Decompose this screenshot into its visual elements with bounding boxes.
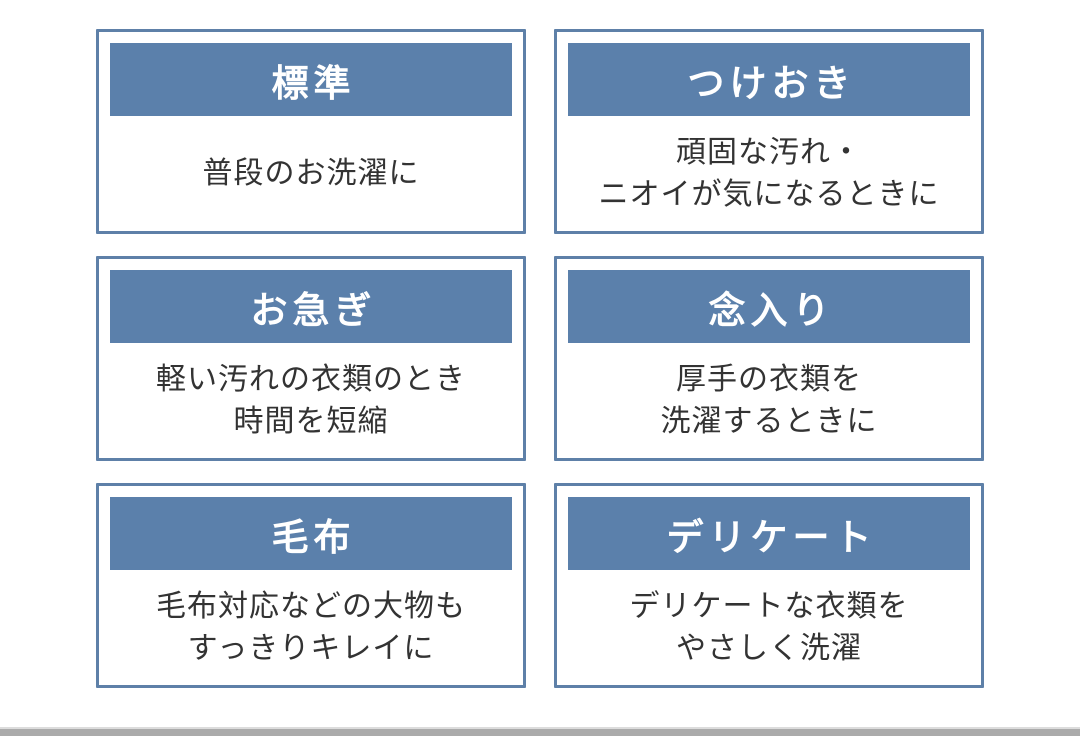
course-title-bar: 念入り bbox=[568, 270, 970, 343]
course-card-standard: 標準 普段のお洗濯に bbox=[96, 29, 526, 234]
description-line: 毛布対応などの大物も bbox=[156, 589, 466, 623]
course-title-bar: 毛布 bbox=[110, 497, 512, 570]
course-title: 念入り bbox=[708, 289, 835, 331]
description-line: 厚手の衣類を bbox=[676, 362, 862, 396]
description-line: すっきりキレイに bbox=[187, 631, 435, 665]
description-line: 頑固な汚れ・ bbox=[676, 135, 862, 169]
course-card-blanket: 毛布 毛布対応などの大物も すっきりキレイに bbox=[96, 483, 526, 688]
wash-course-grid: 標準 普段のお洗濯に つけおき 頑固な汚れ・ ニオイが気になるときに お急ぎ 軽… bbox=[96, 29, 984, 688]
course-title-bar: つけおき bbox=[568, 43, 970, 116]
description-line: 時間を短縮 bbox=[233, 404, 389, 438]
course-title-bar: 標準 bbox=[110, 43, 512, 116]
description-line: やさしく洗濯 bbox=[676, 631, 862, 665]
page-edge-bar bbox=[0, 727, 1080, 736]
course-title-bar: デリケート bbox=[568, 497, 970, 570]
course-description: 厚手の衣類を 洗濯するときに bbox=[557, 343, 981, 458]
course-title: お急ぎ bbox=[250, 289, 377, 331]
course-card-thorough: 念入り 厚手の衣類を 洗濯するときに bbox=[554, 256, 984, 461]
course-card-quick: お急ぎ 軽い汚れの衣類のとき 時間を短縮 bbox=[96, 256, 526, 461]
course-description: 普段のお洗濯に bbox=[99, 116, 523, 231]
course-title: 毛布 bbox=[271, 516, 356, 558]
course-card-delicate: デリケート デリケートな衣類を やさしく洗濯 bbox=[554, 483, 984, 688]
course-card-soak: つけおき 頑固な汚れ・ ニオイが気になるときに bbox=[554, 29, 984, 234]
description-line: デリケートな衣類を bbox=[629, 589, 909, 623]
course-title: デリケート bbox=[666, 516, 877, 558]
course-title-bar: お急ぎ bbox=[110, 270, 512, 343]
course-description: 頑固な汚れ・ ニオイが気になるときに bbox=[557, 116, 981, 231]
description-line: ニオイが気になるときに bbox=[598, 177, 940, 211]
description-line: 軽い汚れの衣類のとき bbox=[156, 362, 466, 396]
description-line: 普段のお洗濯に bbox=[202, 156, 420, 190]
course-description: デリケートな衣類を やさしく洗濯 bbox=[557, 570, 981, 685]
course-title: つけおき bbox=[687, 62, 856, 104]
course-description: 軽い汚れの衣類のとき 時間を短縮 bbox=[99, 343, 523, 458]
course-title: 標準 bbox=[271, 62, 356, 104]
course-description: 毛布対応などの大物も すっきりキレイに bbox=[99, 570, 523, 685]
description-line: 洗濯するときに bbox=[660, 404, 878, 438]
